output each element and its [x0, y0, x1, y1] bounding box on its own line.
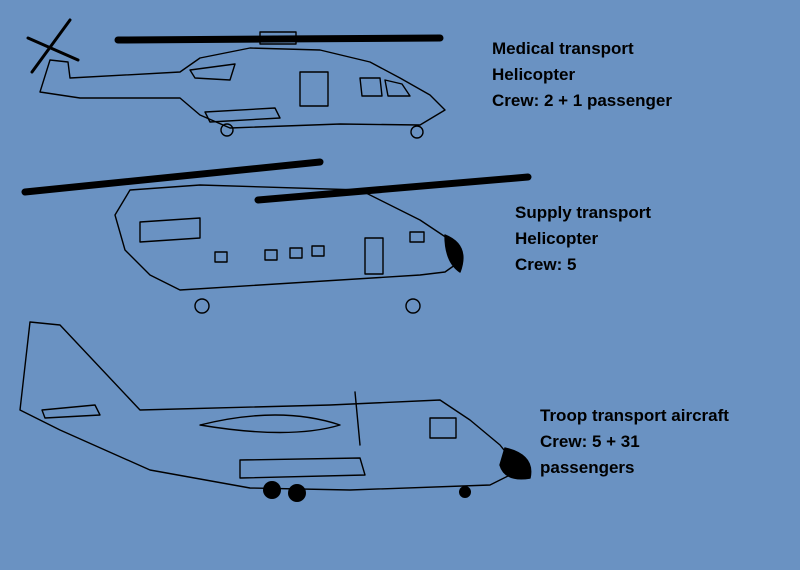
medical-helicopter-drawing — [26, 18, 446, 139]
troop-aircraft-drawing — [19, 321, 532, 502]
supply-helicopter-drawing — [21, 158, 532, 314]
caption-line: passengers — [540, 458, 635, 477]
caption-line: Medical transport — [492, 39, 634, 58]
caption-line: Crew: 5 + 31 — [540, 432, 640, 451]
caption-line: Crew: 5 — [515, 255, 577, 274]
caption-line: Supply transport — [515, 203, 652, 222]
tail-rotor-icon — [26, 18, 80, 74]
medical-helicopter-caption: Medical transport Helicopter Crew: 2 + 1… — [492, 36, 672, 114]
caption-line: Crew: 2 + 1 passenger — [492, 91, 673, 110]
caption-line: Helicopter — [515, 229, 599, 248]
supply-helicopter-caption: Supply transport Helicopter Crew: 5 — [515, 200, 651, 278]
caption-line: Helicopter — [492, 65, 576, 84]
caption-line: Troop transport aircraft — [540, 406, 729, 425]
troop-aircraft-caption: Troop transport aircraft Crew: 5 + 31 pa… — [540, 403, 729, 481]
